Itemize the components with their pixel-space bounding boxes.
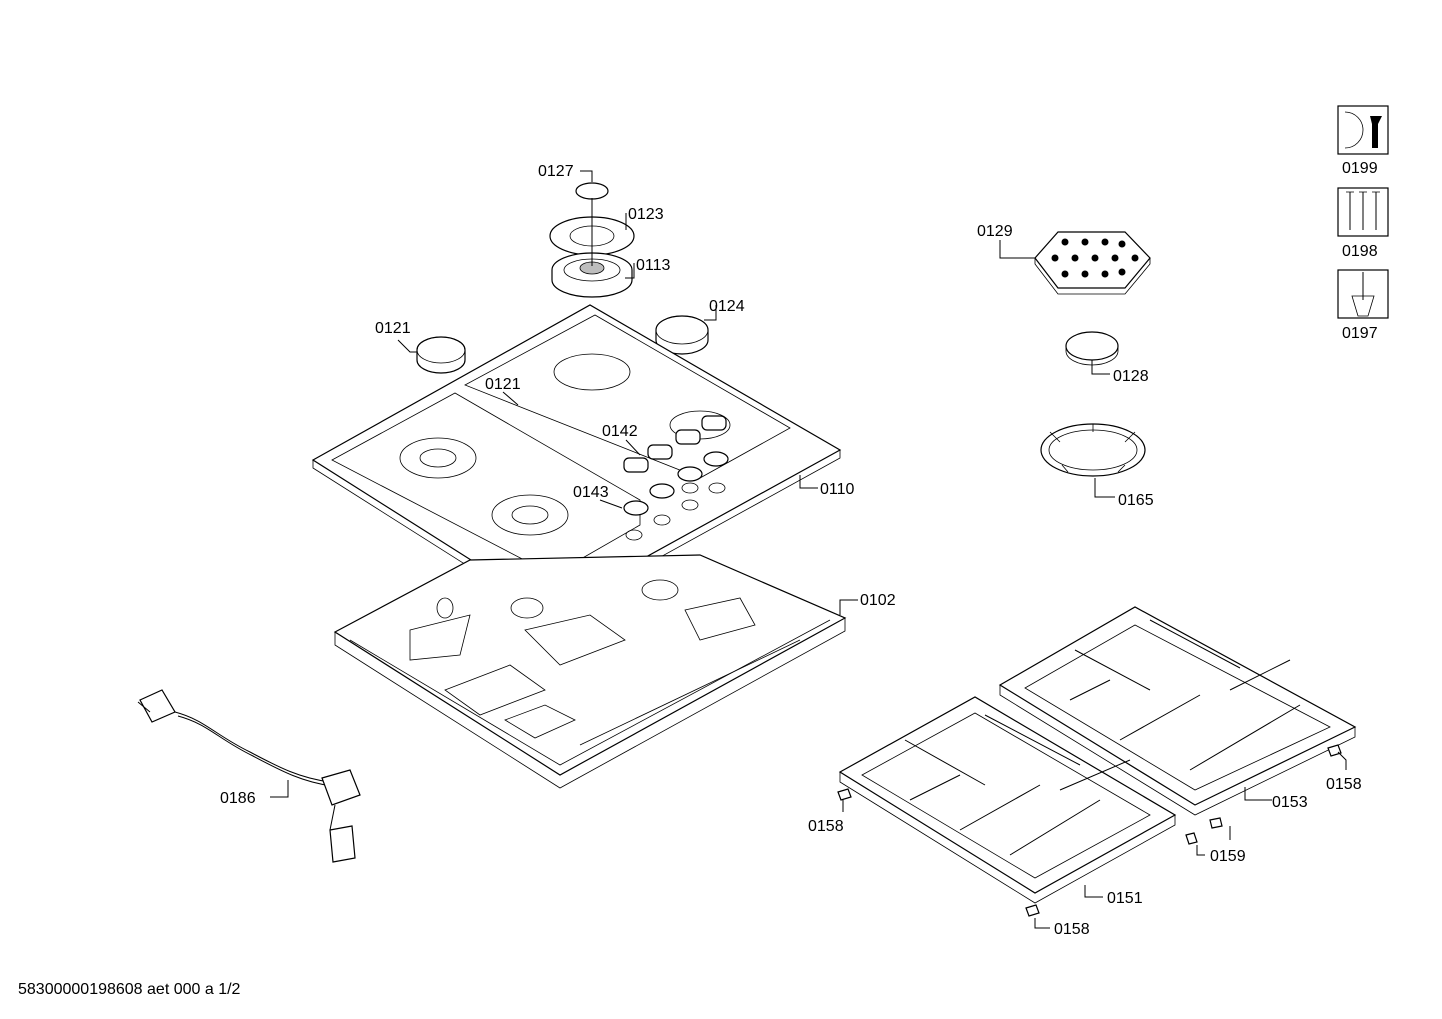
rubber-feet [837,744,1342,917]
base-pan [333,554,847,789]
label-0158-b: 0158 [808,818,844,835]
pan-support-left [838,696,1177,904]
leader-lines [270,170,1347,929]
label-0123: 0123 [628,206,664,223]
label-0121-a: 0121 [375,320,411,337]
document-footer: 58300000198608 aet 000 a 1/2 [18,981,241,998]
power-cord [137,689,361,863]
toolkit-icon [1337,105,1389,155]
label-0121-b: 0121 [485,376,521,393]
wok-support-part [1040,423,1146,477]
part-labels: 0127 0123 0113 0124 0121 0121 0142 0143 … [220,160,1378,938]
label-0158-c: 0158 [1054,921,1090,938]
wok-ring-part [1034,231,1151,295]
label-0158-a: 0158 [1326,776,1362,793]
label-0197: 0197 [1342,325,1378,342]
label-0165: 0165 [1118,492,1154,509]
label-0124: 0124 [709,298,745,315]
label-0198: 0198 [1342,243,1378,260]
pan-support-right [998,606,1357,816]
burner-stack [549,182,635,298]
label-0159: 0159 [1210,848,1246,865]
screwdriver-icon [1337,269,1389,319]
label-0113: 0113 [636,257,671,274]
screws-icon [1337,187,1389,237]
label-0142: 0142 [602,423,638,440]
label-0128: 0128 [1113,368,1149,385]
label-0127: 0127 [538,163,574,180]
label-0153: 0153 [1272,794,1308,811]
label-0199: 0199 [1342,160,1378,177]
control-knobs [623,415,729,516]
label-0143: 0143 [573,484,609,501]
label-0102: 0102 [860,592,896,609]
label-0151: 0151 [1107,890,1143,907]
label-0110: 0110 [820,481,855,498]
label-0129: 0129 [977,223,1013,240]
label-0186: 0186 [220,790,256,807]
